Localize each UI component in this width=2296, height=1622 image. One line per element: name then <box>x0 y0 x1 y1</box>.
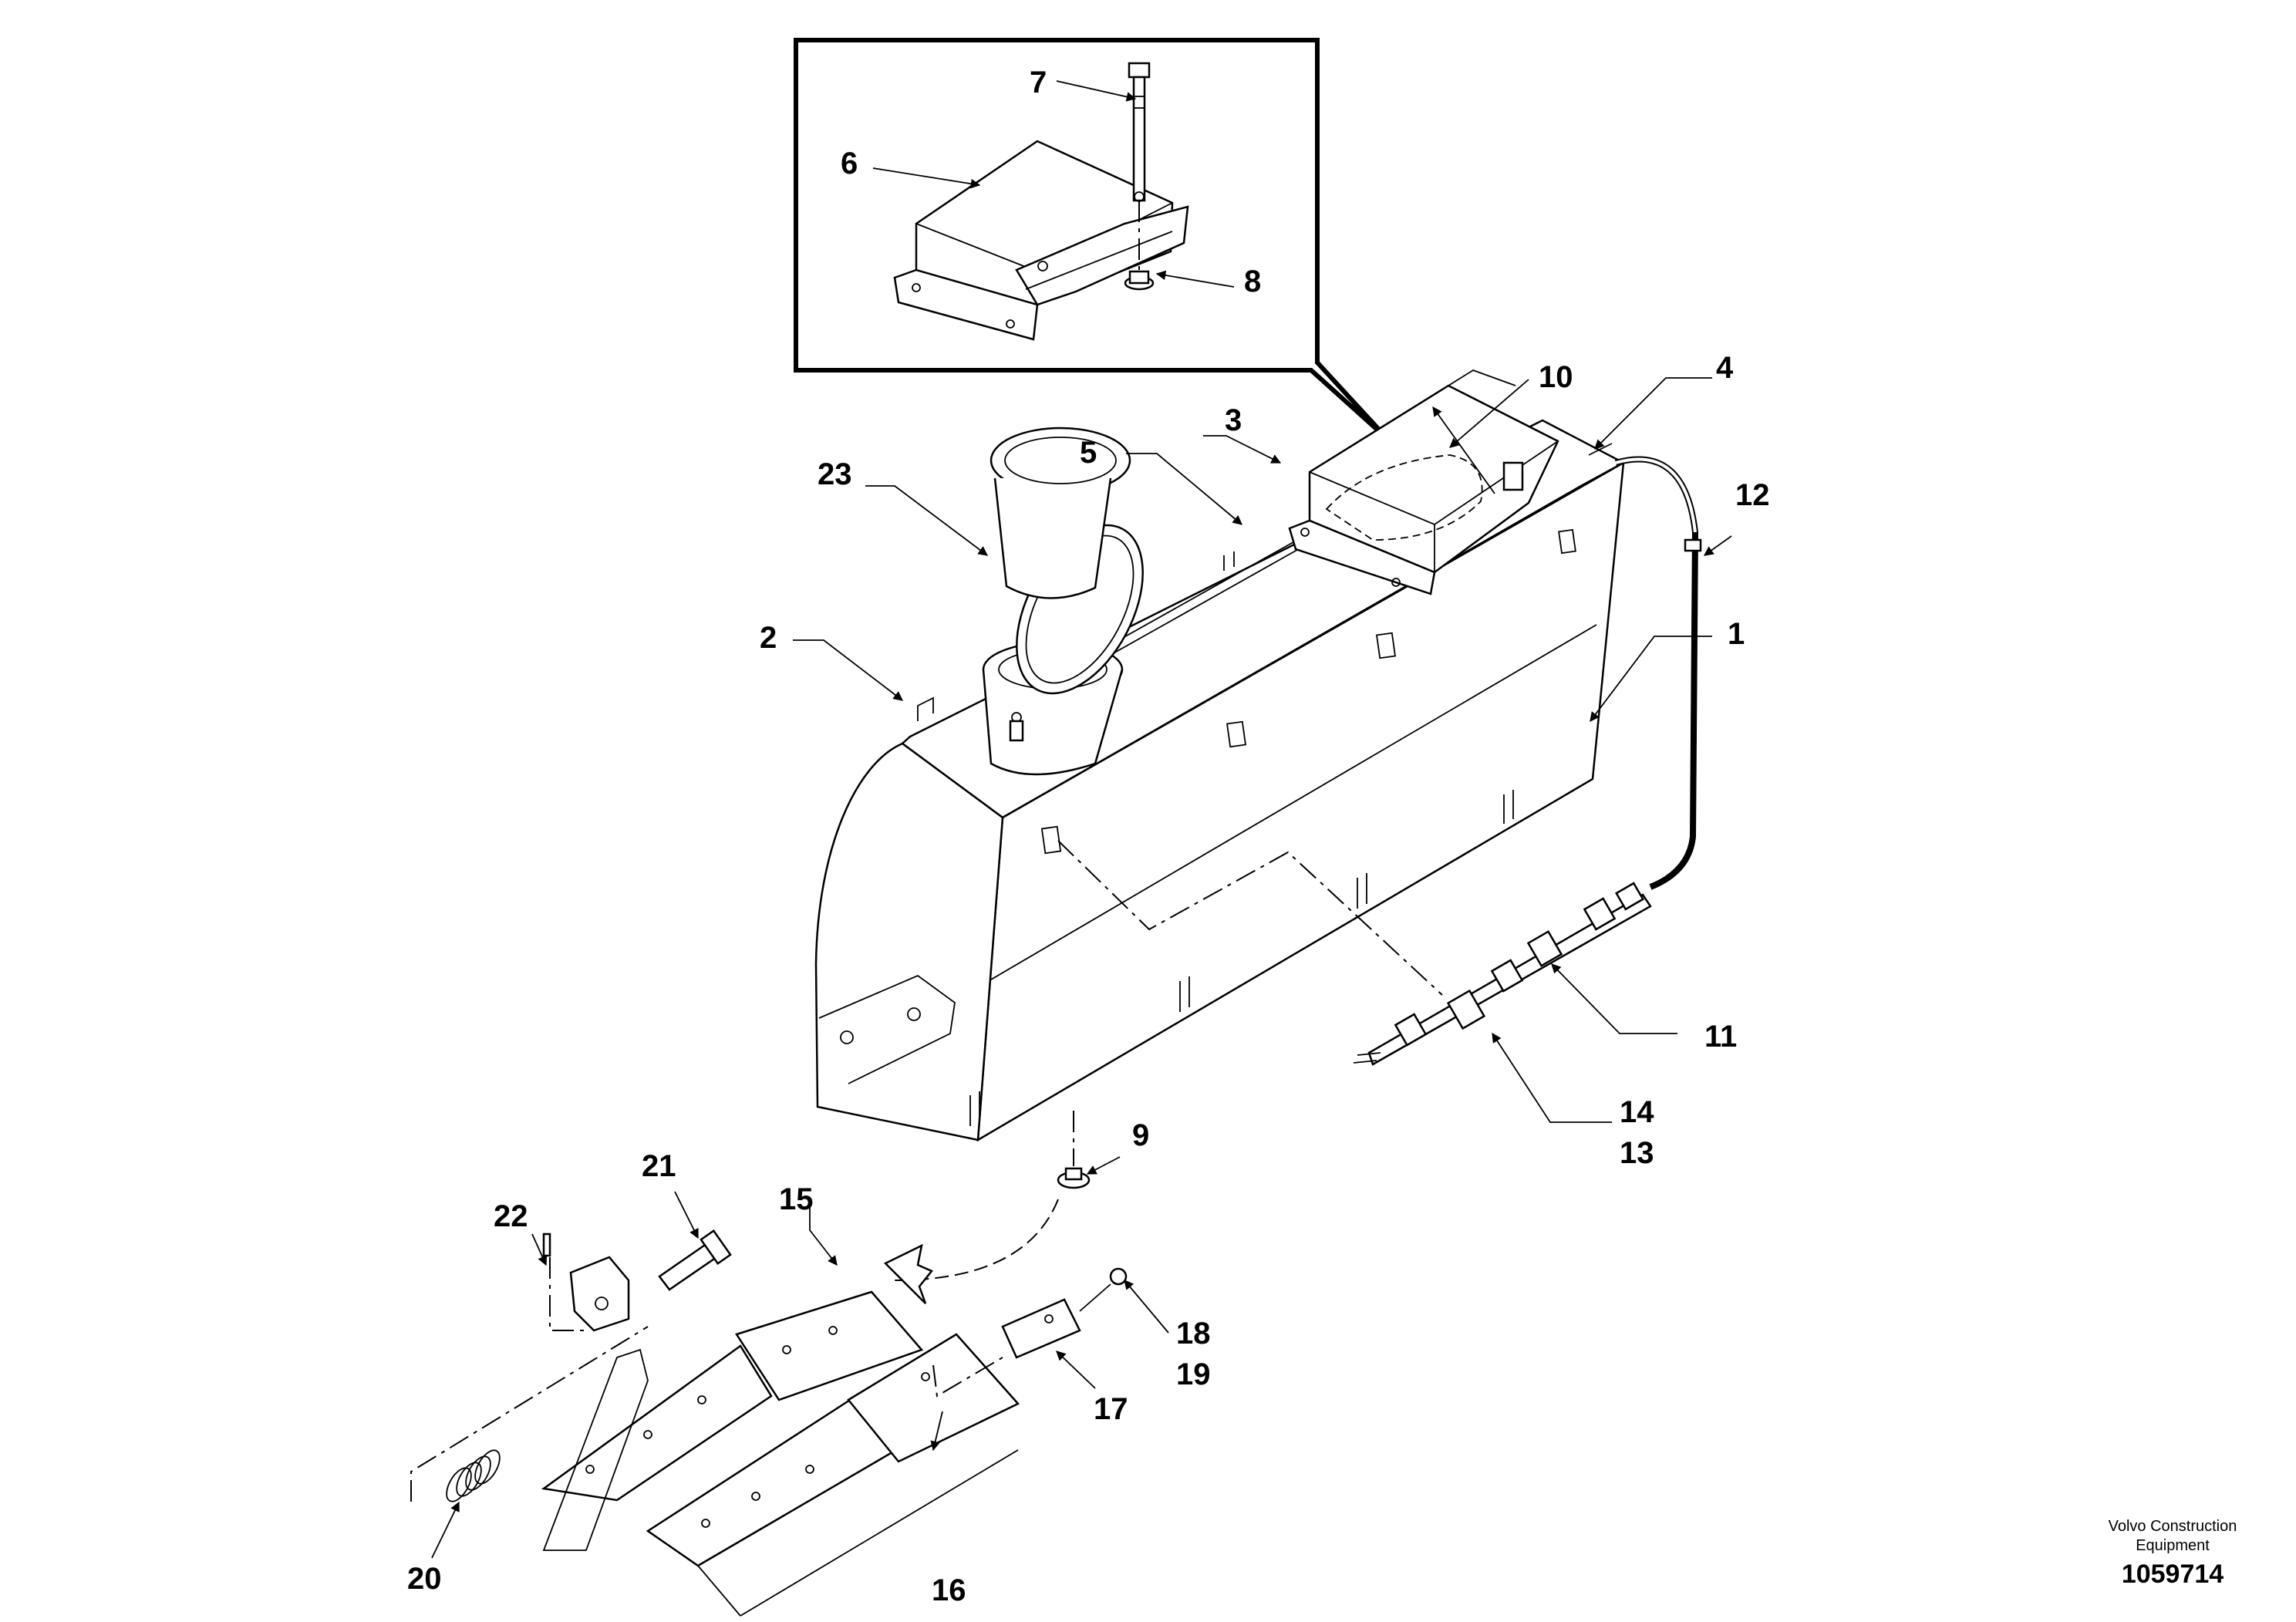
bottom-parts <box>410 1111 1128 1617</box>
callout-23: 23 <box>818 457 852 491</box>
callout-3: 3 <box>1225 403 1242 437</box>
callout-11: 11 <box>1704 1020 1737 1054</box>
callout-13: 13 <box>1620 1136 1654 1170</box>
callout-4: 4 <box>1716 351 1734 385</box>
callout-9: 9 <box>1132 1118 1149 1152</box>
mounting-bracket <box>1288 369 1613 595</box>
filler-neck-assembly <box>982 427 1144 776</box>
nut <box>1124 270 1155 291</box>
spray-bar <box>1353 882 1652 1066</box>
footer: Volvo Construction Equipment 1059714 <box>2109 1518 2237 1589</box>
callout-6: 6 <box>841 147 858 180</box>
callout-19: 19 <box>1176 1357 1211 1391</box>
callout-14: 14 <box>1620 1095 1654 1129</box>
bolt <box>1128 62 1151 278</box>
callout-12: 12 <box>1735 478 1770 512</box>
callout-18: 18 <box>1176 1317 1211 1351</box>
callout-8: 8 <box>1244 265 1261 298</box>
callout-17: 17 <box>1094 1392 1128 1426</box>
callout-15: 15 <box>779 1182 814 1216</box>
callout-2: 2 <box>760 621 777 655</box>
brand-line-1: Volvo Construction <box>2109 1518 2237 1535</box>
detail-inset <box>794 38 1391 442</box>
brand-line-2: Equipment <box>2136 1537 2210 1554</box>
callout-20: 20 <box>407 1562 442 1596</box>
callout-10: 10 <box>1539 360 1573 394</box>
callout-22: 22 <box>494 1199 528 1233</box>
callout-1: 1 <box>1728 617 1745 651</box>
callout-5: 5 <box>1080 436 1097 470</box>
callout-7: 7 <box>1030 66 1047 99</box>
hose <box>1614 456 1702 890</box>
leader-lines <box>431 80 1732 1559</box>
callout-labels: 7 6 8 10 4 3 5 23 12 2 1 11 14 13 9 21 1… <box>407 66 1770 1607</box>
document-number: 1059714 <box>2122 1560 2224 1589</box>
callout-16: 16 <box>932 1573 966 1607</box>
callout-21: 21 <box>642 1149 676 1183</box>
hopper-body <box>814 419 1626 1142</box>
